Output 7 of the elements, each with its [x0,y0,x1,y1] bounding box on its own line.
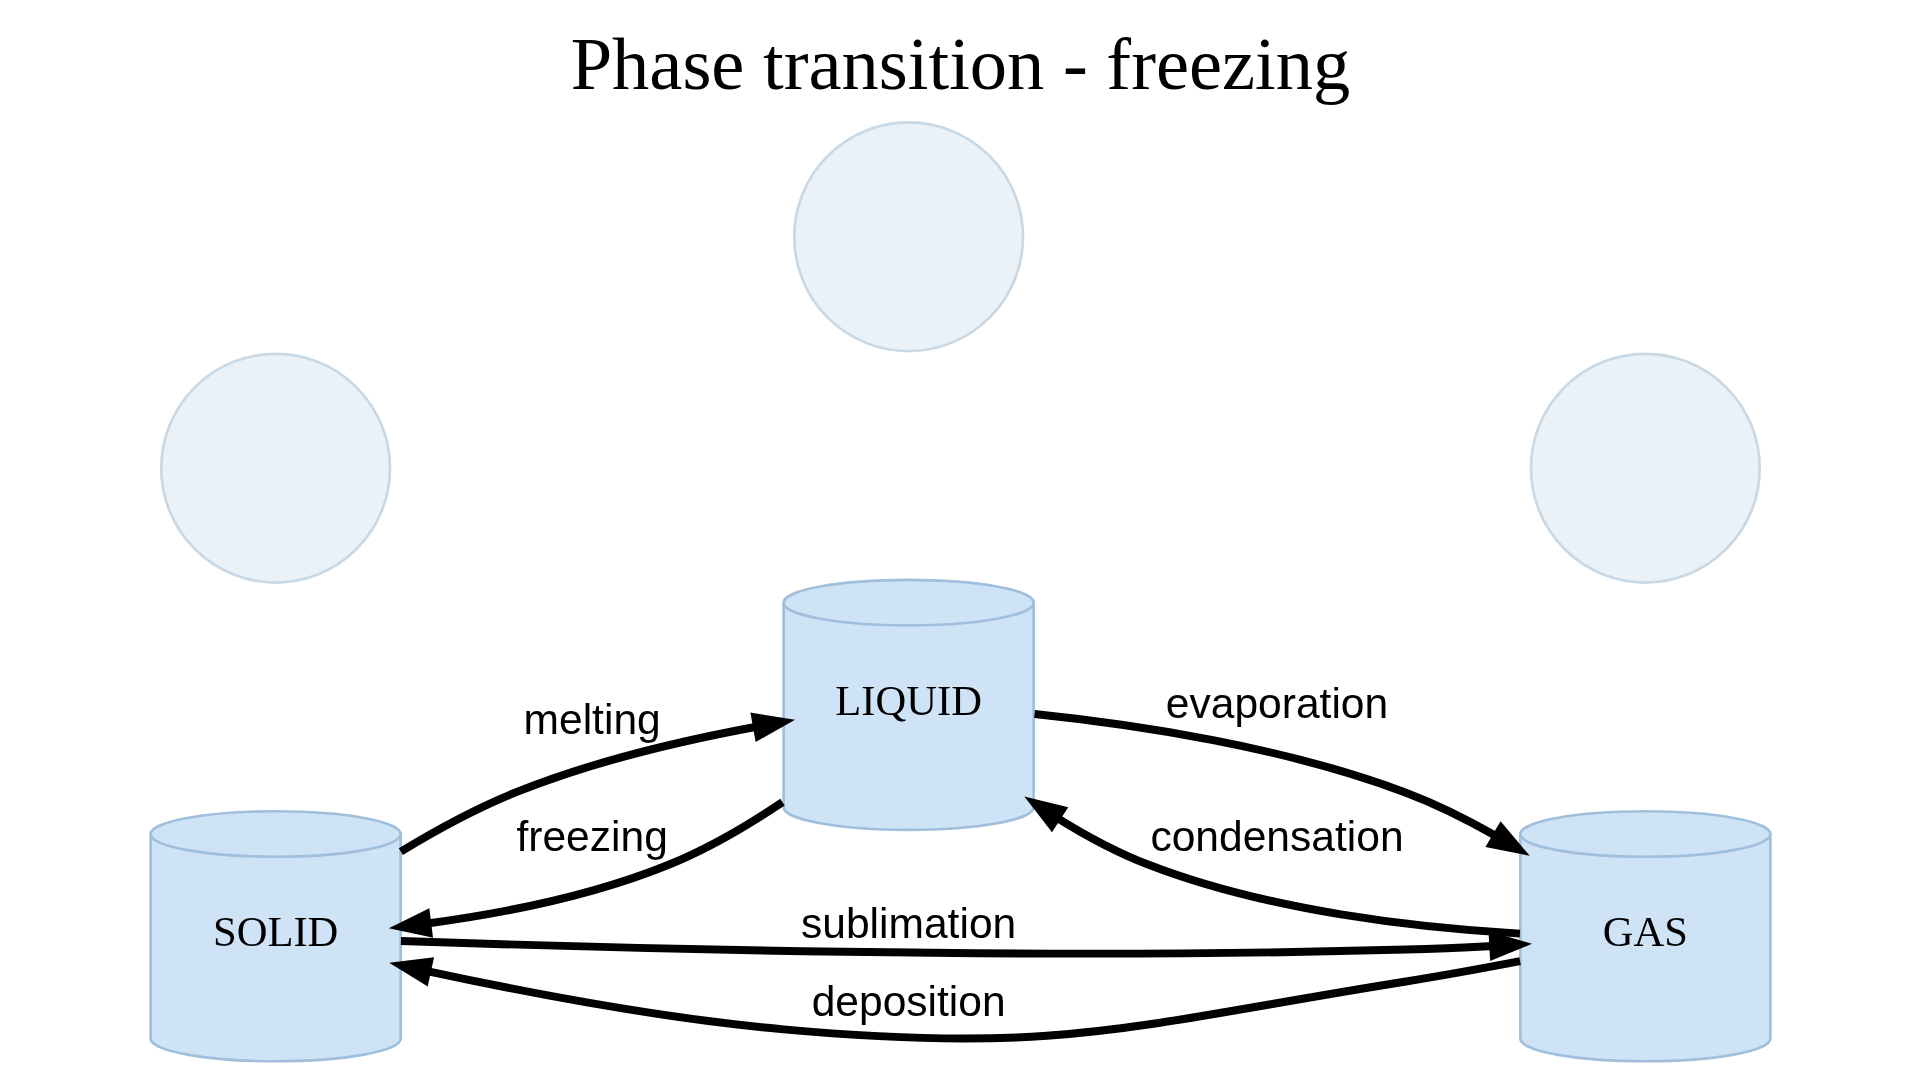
edge-label: evaporation [1165,678,1388,727]
edge-label: sublimation [800,899,1016,948]
diagram-title: Phase transition - freezing [570,22,1350,105]
edge-label: melting [523,694,661,743]
edge-label: deposition [811,976,1006,1025]
edge-label: condensation [1149,811,1404,860]
edge-label: freezing [515,811,668,860]
